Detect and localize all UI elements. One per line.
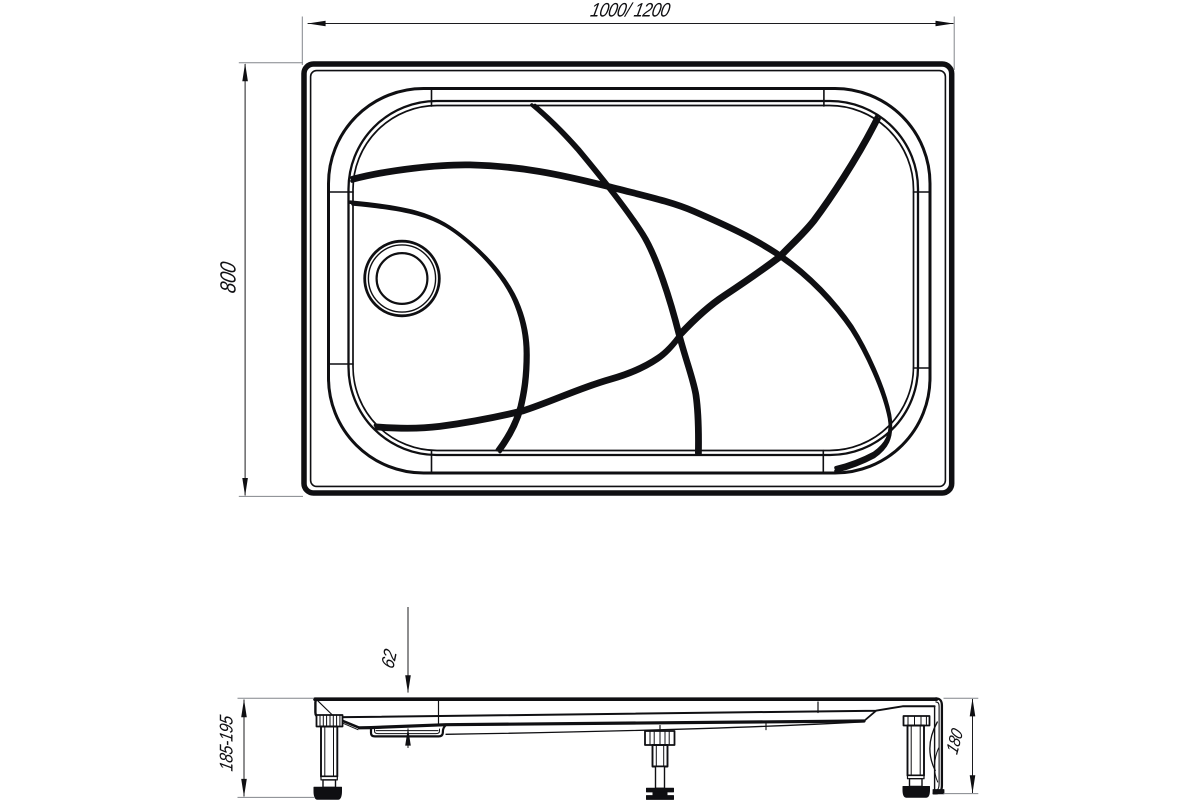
- svg-text:185-195: 185-195: [215, 713, 236, 773]
- svg-text:1000/ 1200: 1000/ 1200: [589, 0, 673, 21]
- svg-text:180: 180: [943, 726, 967, 758]
- svg-text:800: 800: [216, 259, 241, 295]
